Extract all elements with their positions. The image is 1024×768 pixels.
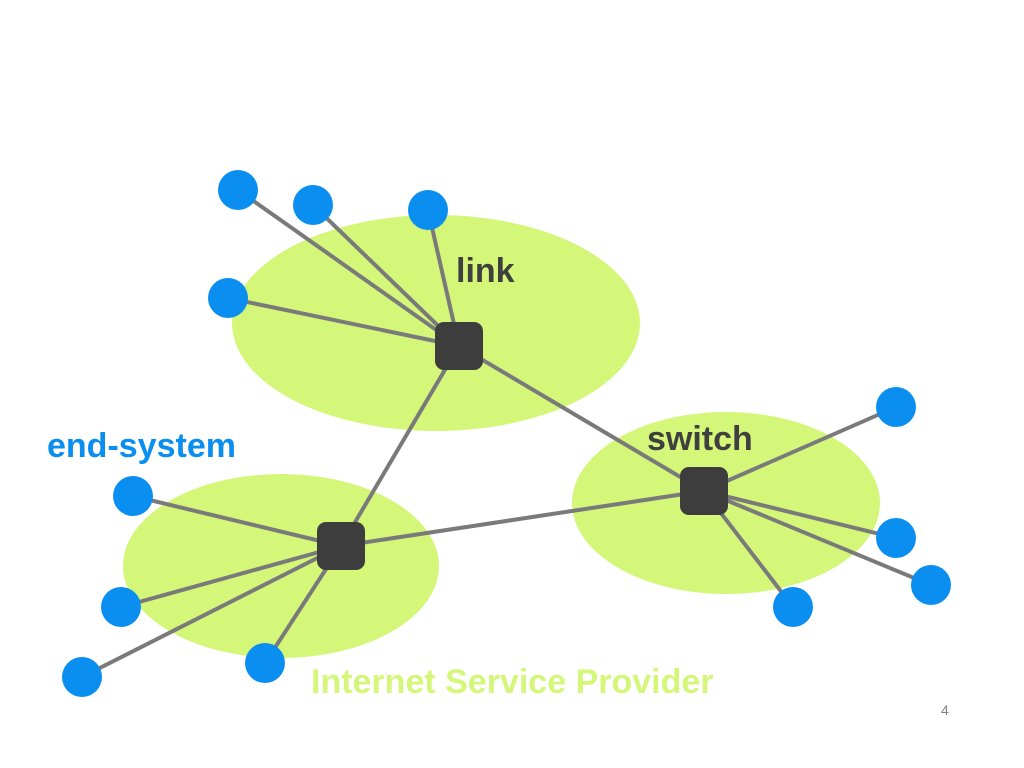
link (80, 544, 343, 679)
link (457, 344, 706, 493)
links (80, 188, 933, 679)
end-system-node (911, 565, 951, 605)
link (339, 489, 706, 548)
link (226, 296, 461, 348)
link (702, 489, 898, 540)
link (702, 405, 898, 493)
page-number: 4 (941, 702, 949, 718)
end-system-node (408, 190, 448, 230)
link-label: link (456, 252, 515, 290)
end-system-node (101, 587, 141, 627)
isp-region-left (123, 474, 439, 658)
link (119, 544, 343, 609)
switch-label: switch (647, 420, 753, 458)
end-system-node (245, 643, 285, 683)
end-system-node (773, 587, 813, 627)
end-system-node (113, 476, 153, 516)
switches (317, 322, 728, 570)
switch-node-top (435, 322, 483, 370)
link (339, 344, 461, 548)
link (702, 489, 933, 587)
switch-node-right (680, 467, 728, 515)
end-system-node (62, 657, 102, 697)
end-system-node (876, 387, 916, 427)
link (311, 203, 461, 348)
link (236, 188, 461, 348)
link (131, 494, 343, 548)
isp-label: Internet Service Provider (311, 663, 714, 701)
end-system-node (876, 518, 916, 558)
end-system-label: end-system (47, 427, 236, 465)
end-system-node (218, 170, 258, 210)
end-system-node (293, 185, 333, 225)
end-systems (62, 170, 951, 697)
switch-node-left (317, 522, 365, 570)
end-system-node (208, 278, 248, 318)
